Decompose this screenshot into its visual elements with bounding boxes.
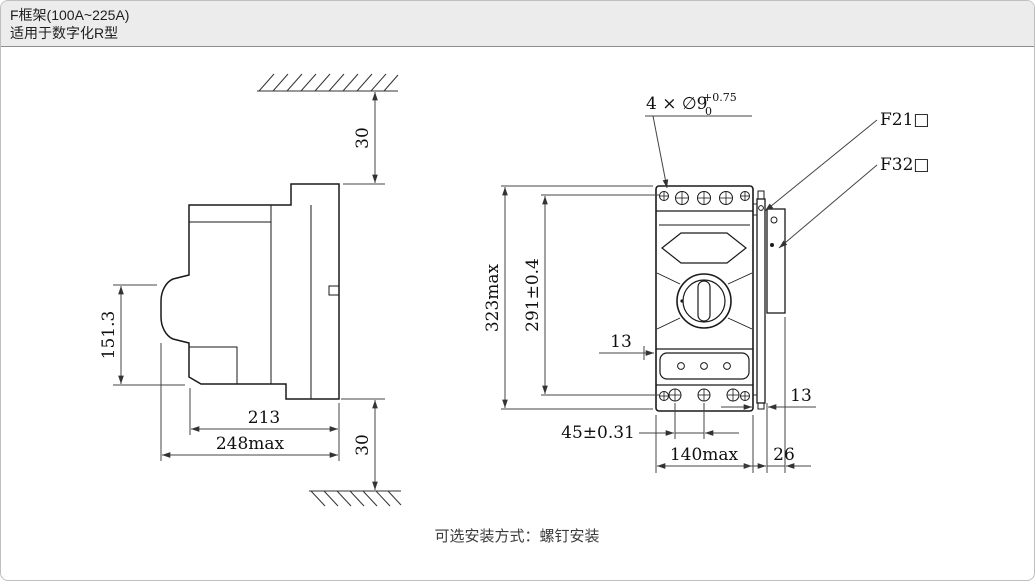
hole-callout-lower-tolerance: 0	[705, 105, 712, 118]
side-rail-and-bracket	[753, 190, 786, 410]
dim-side-bottom-gap: 30	[353, 434, 373, 456]
dim-front-width-max: 140max	[670, 445, 739, 465]
dim-front-hole-pitch-h: 45±0.31	[561, 423, 635, 443]
ceiling-hatch	[257, 73, 399, 92]
dim-front-height-max: 323max	[483, 263, 503, 332]
floor-hatch	[309, 490, 402, 507]
technical-drawing: 30 151.3 213 248max 30	[99, 73, 930, 545]
label-f21: F21□	[880, 110, 930, 130]
dim-side-depth-max: 248max	[216, 434, 285, 454]
dim-front-offset-right: 13	[790, 386, 812, 406]
side-view-outline	[160, 183, 340, 400]
dim-side-depth: 213	[248, 408, 280, 428]
hole-callout-text: 4 × ∅9	[646, 94, 708, 114]
page-subtitle: 适用于数字化R型	[10, 25, 119, 41]
dim-front-offset-top: 13	[610, 332, 632, 352]
dim-front-rail-width: 26	[773, 445, 795, 465]
hole-callout-upper-tolerance: +0.75	[703, 91, 737, 104]
dim-front-hole-pitch-v: 291±0.4	[523, 258, 543, 332]
front-view-screws	[659, 191, 750, 402]
dim-side-top-gap: 30	[353, 127, 373, 149]
dim-side-height: 151.3	[99, 311, 119, 360]
mounting-note: 可选安装方式：螺钉安装	[434, 528, 599, 545]
side-view-dimension-lines	[113, 92, 385, 490]
header: F框架(100A~225A) 适用于数字化R型	[1, 1, 1034, 47]
front-view-dimension-lines	[501, 115, 878, 473]
label-f32: F32□	[880, 155, 930, 175]
page-title: F框架(100A~225A)	[10, 7, 130, 23]
front-view-outline	[655, 185, 754, 412]
